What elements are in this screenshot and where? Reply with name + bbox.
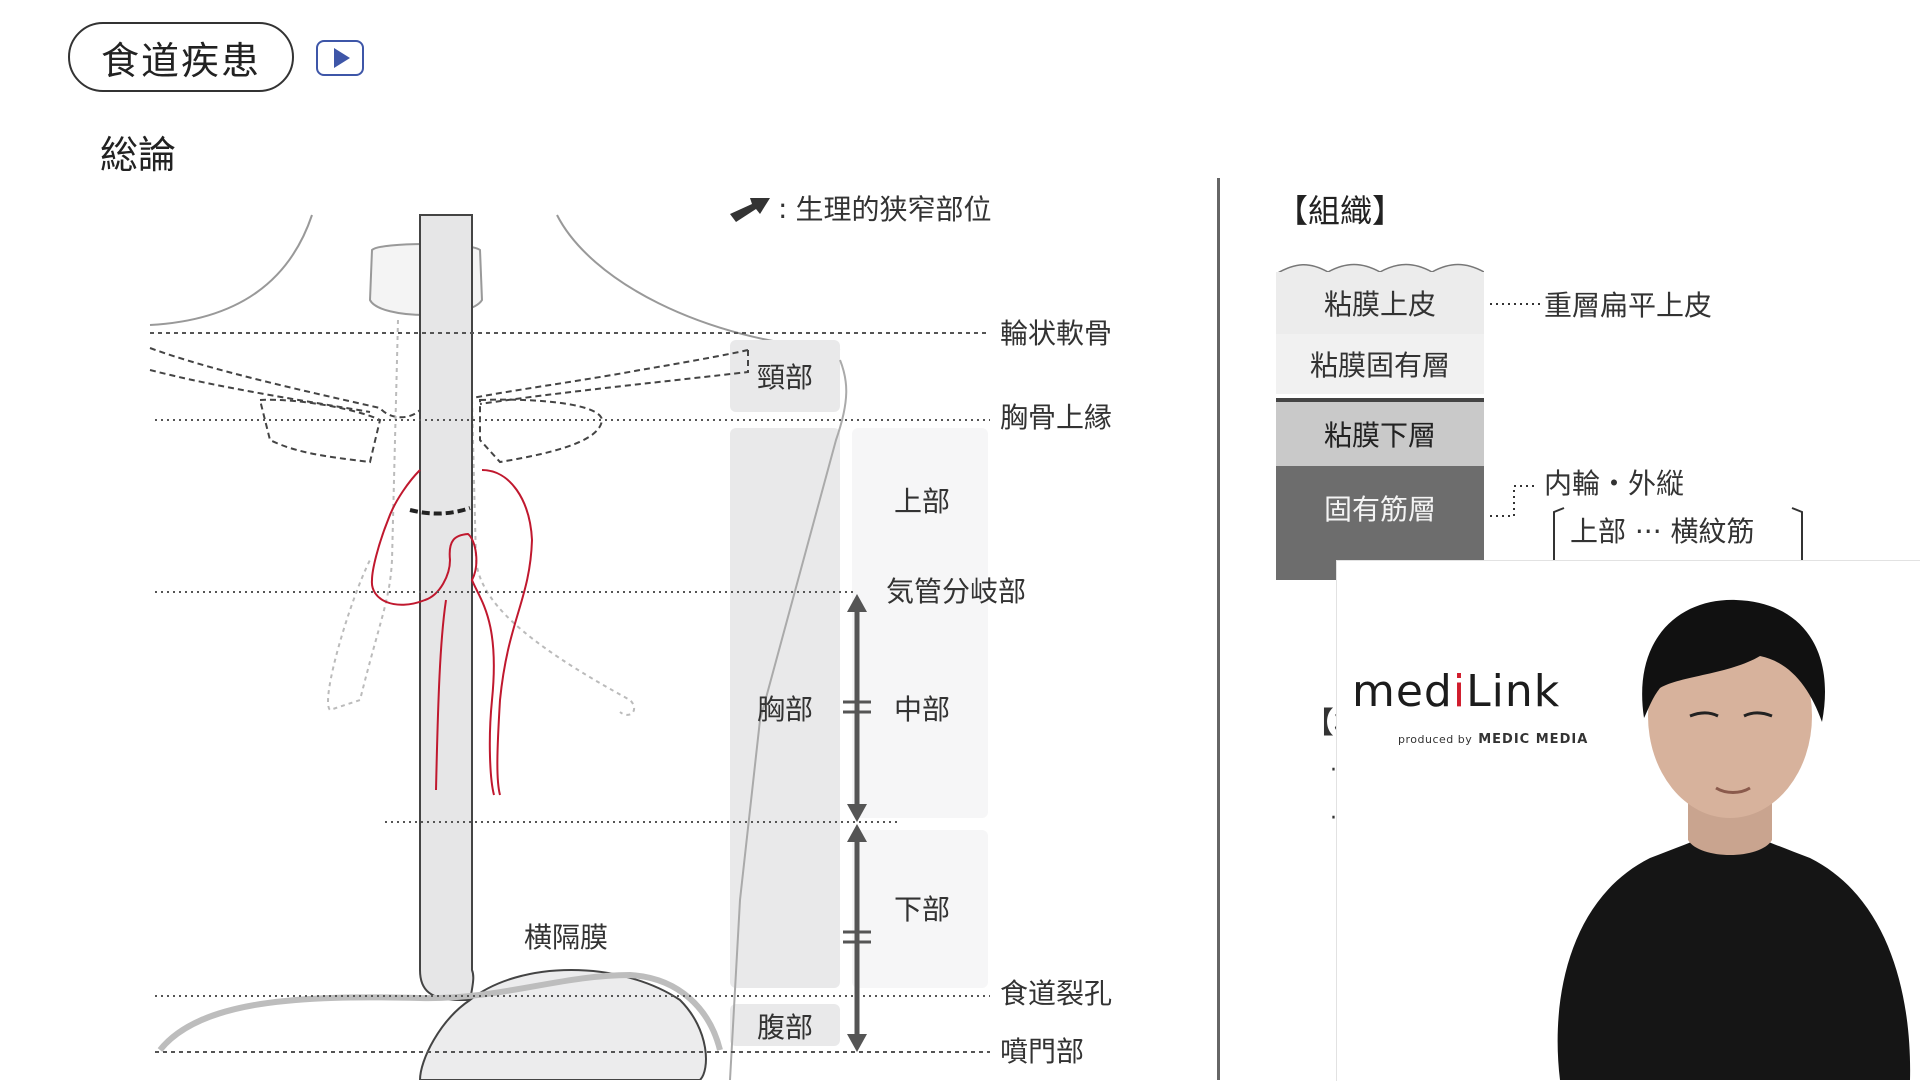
- aorta-arch: [370, 469, 495, 796]
- legend: : 生理的狭窄部位: [728, 188, 991, 228]
- manubrium-right: [479, 398, 604, 464]
- label-carina: 気管分岐部: [886, 575, 1027, 608]
- region-box-abdomen: [730, 1004, 840, 1046]
- section-title: 総論: [100, 133, 177, 177]
- neck-outline-left: [149, 214, 313, 326]
- aorta-descending: [481, 469, 534, 796]
- esophagus-tube: [419, 214, 475, 1001]
- bronchus-left: [327, 319, 399, 712]
- subregion-box-lower: [852, 830, 988, 988]
- aortic-constriction-mark: [409, 506, 471, 516]
- layer-submucosa: 粘膜下層: [1276, 398, 1484, 466]
- label-cardia: 噴門部: [1000, 1035, 1085, 1068]
- note-muscle: 内輪・外縦: [1544, 467, 1685, 500]
- logo-part-1: med: [1352, 666, 1453, 717]
- muscle-detail-bracket: [1553, 507, 1803, 560]
- play-icon: [334, 48, 350, 68]
- play-button[interactable]: [316, 40, 364, 76]
- label-diaphragm: 横隔膜: [524, 921, 609, 954]
- logo-produced-by: produced by: [1398, 733, 1473, 746]
- layer-lamina-propria: 粘膜固有層: [1276, 334, 1484, 394]
- label-region-neck: 頸部: [756, 361, 814, 394]
- legend-text: 生理的狭窄部位: [795, 193, 992, 226]
- region-box-chest: [730, 428, 840, 988]
- note-muscle-detail: 上部 ··· 横紋筋: [1570, 515, 1755, 548]
- neck-outline-right: [556, 214, 841, 351]
- label-region-chest: 胸部: [756, 693, 814, 726]
- arrow-icon: [730, 198, 770, 222]
- diaphragm-line: [157, 971, 723, 1052]
- presenter-avatar: [1557, 599, 1911, 1080]
- tissue-connectors: [1490, 303, 1544, 517]
- label-cricoid: 輪状軟骨: [1000, 317, 1113, 350]
- aorta-inner: [435, 599, 447, 791]
- label-thoracic-middle: 中部: [893, 693, 951, 726]
- label-thoracic-lower: 下部: [893, 893, 951, 926]
- logo-part-2: i: [1452, 666, 1467, 717]
- body-outline-line: [729, 359, 848, 1080]
- logo-subtitle: produced by MEDIC MEDIA: [1398, 732, 1588, 747]
- panel-divider: [1217, 178, 1220, 1080]
- partial-bullet-1: ·: [1330, 758, 1337, 783]
- region-box-neck: [730, 340, 840, 412]
- label-region-abdomen: 腹部: [756, 1011, 814, 1044]
- label-thoracic-upper: 上部: [893, 485, 951, 518]
- layer-epithelium: 粘膜上皮: [1276, 272, 1484, 334]
- note-epithelium: 重層扁平上皮: [1544, 289, 1713, 322]
- logo-brand: MEDIC MEDIA: [1478, 732, 1589, 747]
- label-sternum: 胸骨上縁: [1000, 401, 1113, 434]
- logo-part-3: Link: [1466, 666, 1561, 717]
- legend-colon: :: [778, 191, 788, 225]
- tissue-title: 【組織】: [1276, 192, 1405, 230]
- manubrium-left: [258, 398, 382, 464]
- label-hiatus: 食道裂孔: [1000, 977, 1113, 1010]
- medilink-logo: mediLink: [1352, 666, 1560, 717]
- esophagus-diagram: [149, 214, 990, 1080]
- partial-bullet-2: ·: [1330, 806, 1337, 831]
- page-title: 食道疾患: [68, 22, 294, 92]
- subregion-box-upper-middle: [852, 428, 988, 818]
